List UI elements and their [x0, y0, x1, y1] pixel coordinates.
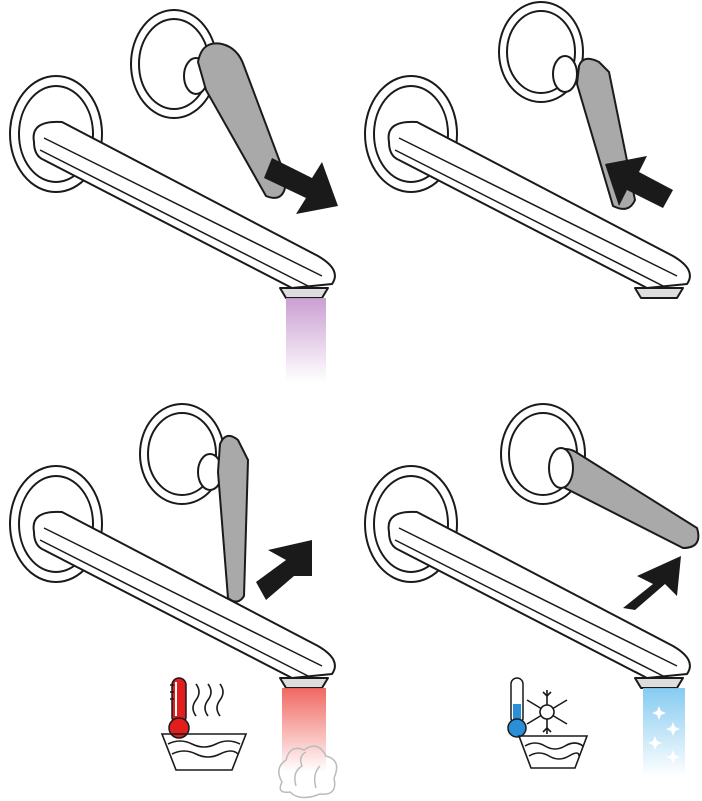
snowflake-icon — [527, 690, 567, 734]
spout — [389, 122, 690, 298]
lever-handle — [218, 436, 248, 602]
lever-rosette — [499, 2, 583, 102]
water-stream-hot — [282, 688, 326, 772]
water-stream-mixed — [286, 298, 326, 382]
panel-cold-water — [351, 400, 702, 800]
panel-hot-water — [0, 400, 351, 800]
wash-basin-icon — [519, 736, 587, 768]
push-arrow-icon — [256, 540, 312, 600]
panel-mixed-water — [0, 0, 351, 400]
thermometer-cold-icon — [508, 678, 526, 737]
push-arrow-icon — [623, 556, 681, 610]
thermometer-hot-icon — [169, 678, 189, 738]
faucet-diagram — [0, 400, 351, 800]
spout — [34, 122, 335, 298]
faucet-diagram — [351, 0, 702, 400]
lever-handle — [553, 449, 699, 548]
lever-rosette — [140, 404, 224, 504]
faucet-diagram — [0, 0, 351, 400]
lever-base — [549, 448, 573, 488]
water-stream-cold — [643, 688, 685, 776]
spout — [34, 512, 335, 688]
faucet-diagram — [351, 400, 702, 800]
panel-closed — [351, 0, 702, 400]
